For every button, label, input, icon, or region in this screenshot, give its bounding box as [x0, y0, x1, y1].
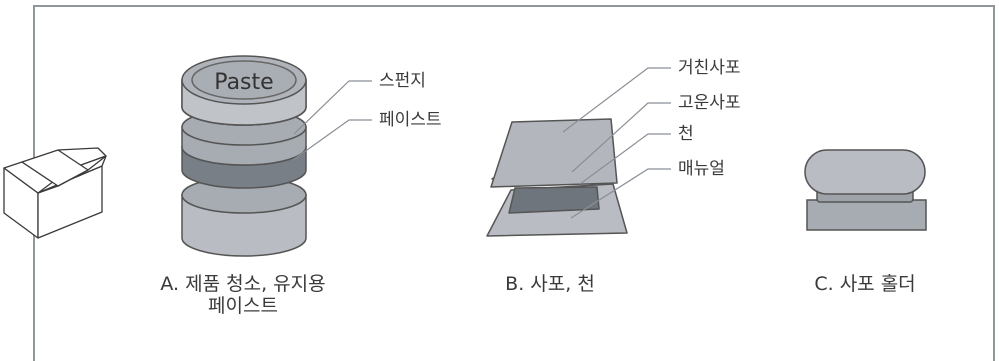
label-coarse-sandpaper: 거친사포	[678, 58, 741, 78]
paste-canister-icon	[181, 55, 307, 257]
label-fine-sandpaper: 고운사포	[678, 93, 741, 113]
box-icon	[3, 147, 107, 239]
caption-a: A. 제품 청소, 유지용 페이스트	[128, 273, 358, 317]
callout-lines	[292, 67, 671, 219]
caption-c: C. 사포 홀더	[814, 273, 916, 295]
caption-a-line2: 페이스트	[208, 295, 278, 317]
label-paste: 페이스트	[379, 110, 442, 130]
sandpaper-stack-icon	[486, 118, 628, 237]
caption-b: B. 사포, 천	[505, 273, 595, 295]
caption-a-line1: A. 제품 청소, 유지용	[160, 273, 326, 295]
label-manual: 매뉴얼	[678, 159, 725, 179]
label-sponge: 스펀지	[379, 71, 426, 91]
sandpaper-holder-icon	[804, 149, 927, 231]
label-cloth: 천	[678, 124, 694, 144]
paste-lid-text: Paste	[214, 70, 273, 95]
